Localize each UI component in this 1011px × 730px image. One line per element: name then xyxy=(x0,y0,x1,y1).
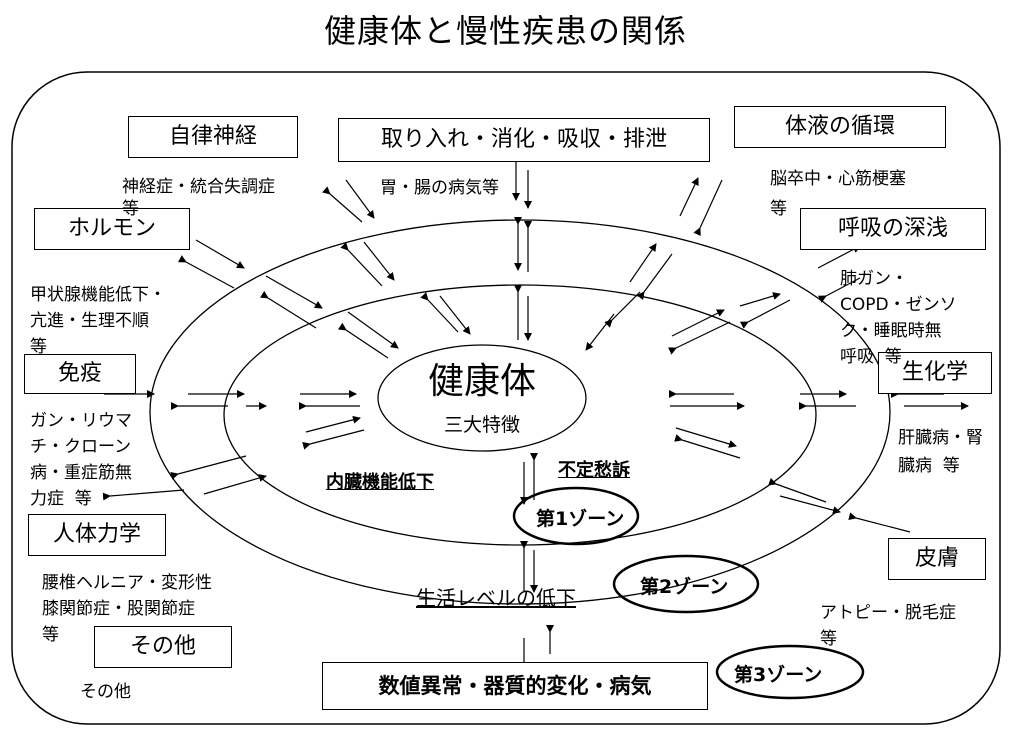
box-body-fluid-circulation: 体液の循環 xyxy=(734,106,946,148)
zone2-oval xyxy=(612,554,760,614)
arrows xyxy=(102,153,969,671)
box-skin: 皮膚 xyxy=(888,538,986,580)
organ-function-decline: 内臓機能低下 xyxy=(326,472,434,493)
healthy-body-label: 健康体 xyxy=(427,361,536,402)
unidentified-complaints: 不定愁訴 xyxy=(558,460,630,481)
box-biochemistry: 生化学 xyxy=(878,352,992,394)
box-intake-digestion: 取り入れ・消化・吸収・排泄 xyxy=(338,118,710,162)
zone1-oval xyxy=(512,486,640,546)
life-level-decline: 生活レベルの低下 xyxy=(416,586,576,610)
zone2-label: 第2ゾーン xyxy=(640,576,729,598)
box-immunity: 免疫 xyxy=(24,354,136,394)
zone3-oval xyxy=(715,644,865,700)
box-hormone: ホルモン xyxy=(34,208,190,250)
note-breath: 肺ガン・ COPD・ゼンソ ク・睡眠時無 呼吸 等 xyxy=(840,269,957,367)
note-biochem: 肝臓病・腎 臓病 等 xyxy=(898,428,983,476)
zone1-label: 第1ゾーン xyxy=(536,508,625,530)
box-breathing-depth: 呼吸の深浅 xyxy=(800,208,986,250)
note-hormone: 甲状腺機能低下・ 亢進・生理不順 等 xyxy=(30,285,166,357)
note-other: その他 xyxy=(80,682,131,702)
three-features-label: 三大特徴 xyxy=(443,414,520,436)
zone3-label: 第3ゾーン xyxy=(734,664,823,686)
note-fluid: 脳卒中・心筋梗塞 等 xyxy=(770,169,906,219)
healthy-ellipse xyxy=(377,344,587,452)
box-abnormal-values: 数値異常・器質的変化・病気 xyxy=(322,662,708,710)
box-autonomic-nerve: 自律神経 xyxy=(128,116,298,158)
page-title: 健康体と慢性疾患の関係 xyxy=(323,12,687,50)
box-other: その他 xyxy=(94,626,232,668)
note-intake: 胃・腸の病気等 xyxy=(380,178,499,198)
note-skin: アトピー・脱毛症 等 xyxy=(820,603,956,649)
note-autonomic: 神経症・統合失調症 等 xyxy=(122,177,275,219)
box-body-mechanics: 人体力学 xyxy=(28,514,166,556)
note-mechanics: 腰椎ヘルニア・変形性 膝関節症・股関節症 等 xyxy=(42,573,212,645)
note-immune: ガン・リウマ チ・クローン 病・重症筋無 力症 等 xyxy=(30,411,132,509)
outer-frame xyxy=(11,71,1001,725)
